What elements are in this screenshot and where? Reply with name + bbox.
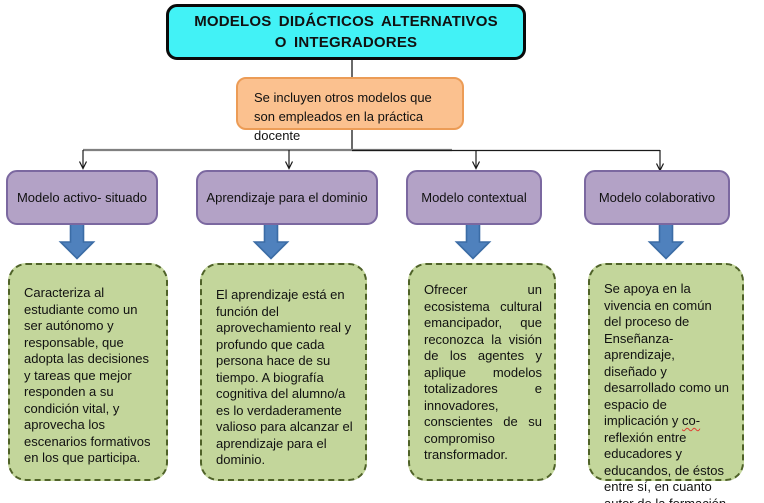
down-arrow-icon — [454, 223, 492, 260]
root-title-box: MODELOS DIDÁCTICOS ALTERNATIVOS O INTEGR… — [166, 4, 526, 60]
model-label: Aprendizaje para el dominio — [206, 190, 368, 205]
model-label: Modelo activo- situado — [16, 190, 148, 205]
down-arrow-icon — [252, 223, 290, 260]
misspelled-word: co- — [682, 413, 701, 428]
description-text: El aprendizaje está en función del aprov… — [216, 287, 353, 467]
model-box-contextual: Modelo contextual — [406, 170, 542, 225]
model-box-activo-situado: Modelo activo- situado — [6, 170, 158, 225]
description-text: Se apoya en la vivencia en común del pro… — [604, 281, 730, 503]
description-text-segment: Se apoya en la vivencia en común del pro… — [604, 281, 730, 428]
description-box-aprendizaje-dominio: El aprendizaje está en función del aprov… — [200, 263, 367, 481]
arrowhead-icon — [284, 161, 294, 170]
model-label: Modelo contextual — [421, 190, 527, 205]
subtitle-text: Se incluyen otros modelos que son emplea… — [254, 90, 432, 143]
arrowhead-icon — [471, 161, 481, 170]
diagram-title: MODELOS DIDÁCTICOS ALTERNATIVOS O INTEGR… — [194, 13, 498, 51]
description-text-segment: reflexión entre educadores y educandos, … — [604, 429, 727, 503]
description-box-colaborativo: Se apoya en la vivencia en común del pro… — [588, 263, 744, 503]
down-arrow-icon — [58, 223, 96, 260]
description-box-contextual: Ofrecer un ecosistema cultural emancipad… — [408, 263, 556, 481]
description-text: Caracteriza al estudiante como un ser au… — [24, 285, 151, 465]
model-label: Modelo colaborativo — [598, 190, 716, 205]
down-arrow-icon — [647, 223, 685, 260]
model-box-aprendizaje-dominio: Aprendizaje para el dominio — [196, 170, 378, 225]
description-text: Ofrecer un ecosistema cultural emancipad… — [424, 282, 542, 462]
subtitle-box: Se incluyen otros modelos que son emplea… — [236, 77, 464, 143]
arrowhead-icon — [78, 161, 88, 170]
description-box-activo-situado: Caracteriza al estudiante como un ser au… — [8, 263, 168, 481]
model-box-colaborativo: Modelo colaborativo — [584, 170, 730, 225]
